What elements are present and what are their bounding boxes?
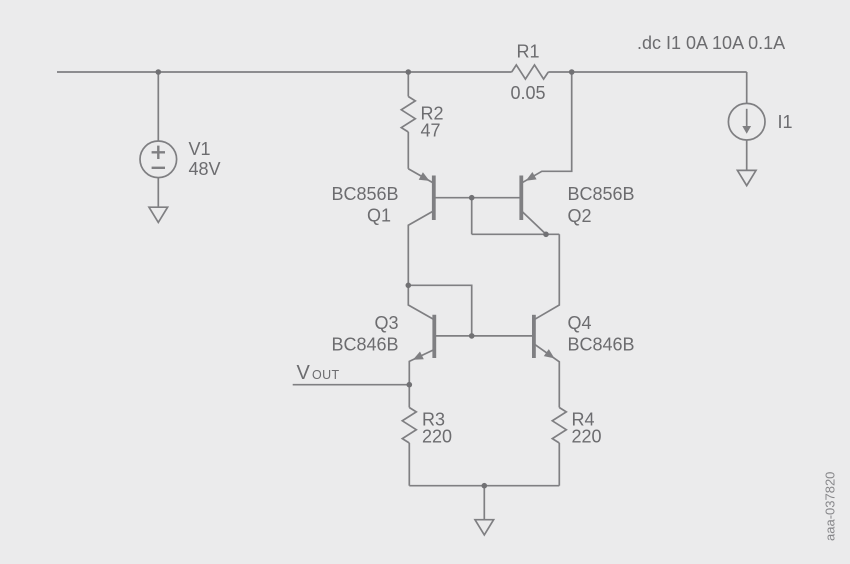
junction-dot	[481, 482, 488, 489]
transistor-q1: BC856B Q1	[331, 168, 436, 226]
ground-icon	[735, 169, 758, 188]
q3-emitter-wire	[408, 348, 435, 385]
r3-value-label: 220	[422, 427, 452, 447]
figure-id-watermark: aaa-037820	[823, 472, 838, 541]
r2-zigzag	[399, 95, 417, 133]
junction-dot	[468, 194, 475, 201]
resistor-r1: R1 0.05	[510, 42, 550, 103]
i1-ref-label: I1	[778, 112, 793, 132]
r4-ref-label: R4	[572, 410, 595, 430]
q1-part-label: BC856B	[331, 184, 398, 204]
q2-ref-label: Q2	[568, 206, 592, 226]
resistor-r2: R2 47	[399, 72, 444, 169]
q1-q3-collector-wire	[407, 210, 435, 321]
q2-emitter-arrow-icon	[525, 172, 537, 181]
r2-ref-label: R2	[421, 104, 444, 124]
r3-ref-label: R3	[422, 410, 445, 430]
vout-subscript-label: OUT	[312, 368, 340, 382]
upper-mirror-wiring	[407, 196, 561, 336]
plus-icon	[151, 145, 165, 159]
junction-dot	[406, 381, 413, 388]
r1-zigzag	[510, 63, 550, 81]
i1-current-arrow-icon	[742, 126, 752, 134]
vout-label: V	[297, 362, 311, 384]
q4-ref-label: Q4	[568, 313, 592, 333]
junction-dots	[155, 69, 575, 489]
q2-collector-wire	[520, 210, 547, 235]
junction-dot	[155, 69, 162, 75]
r4-zigzag	[550, 406, 568, 444]
spice-directive-label: .dc I1 0A 10A 0.1A	[637, 33, 785, 53]
transistor-q4: Q4 BC846B	[532, 313, 635, 408]
q2-part-label: BC856B	[568, 184, 635, 204]
resistor-r4: R4 220	[550, 406, 602, 486]
v1-ref-label: V1	[189, 139, 211, 159]
ground-icon	[147, 206, 170, 225]
q3-part-label: BC846B	[331, 335, 398, 355]
r1-ref-label: R1	[516, 42, 539, 62]
emitter-ground-rail	[409, 484, 560, 537]
voltage-source-v1: V1 48V	[139, 72, 221, 225]
r1-value-label: 0.05	[510, 83, 545, 103]
q4-part-label: BC846B	[568, 335, 635, 355]
r4-value-label: 220	[572, 427, 602, 447]
r2-value-label: 47	[421, 121, 441, 141]
q4-emitter-wire	[533, 343, 561, 408]
transistor-q3: Q3 BC846B	[331, 313, 437, 385]
junction-dot	[468, 333, 475, 339]
vout-net: V OUT	[292, 362, 410, 386]
q3-ref-label: Q3	[374, 313, 398, 333]
r3-zigzag	[400, 406, 418, 444]
junction-dot	[568, 69, 575, 75]
resistor-r3: R3 220	[400, 384, 452, 486]
q4-emitter-arrow-icon	[543, 349, 555, 359]
current-source-i1: I1	[727, 72, 793, 188]
q1-ref-label: Q1	[367, 206, 391, 226]
q4-collector-wire	[533, 234, 561, 321]
q3-emitter-arrow-icon	[412, 351, 424, 360]
transistor-q2: BC856B Q2	[519, 72, 635, 235]
q1-emitter-arrow-icon	[418, 172, 430, 181]
junction-dot	[405, 282, 412, 289]
collector-to-base-link-wire	[408, 284, 473, 336]
ground-icon	[473, 518, 496, 537]
v1-value-label: 48V	[189, 159, 221, 179]
junction-dot	[543, 231, 549, 238]
junction-dot	[405, 69, 412, 75]
